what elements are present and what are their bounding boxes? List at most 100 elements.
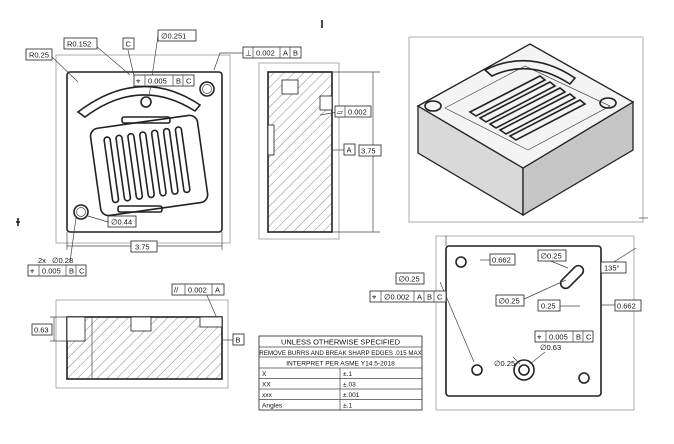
callout-port-outer: ∅0.63 <box>540 343 561 352</box>
callout-r0152: R0.152 <box>63 37 98 50</box>
svg-text:⌖: ⌖ <box>537 333 542 342</box>
svg-text:0.002: 0.002 <box>256 49 275 58</box>
svg-text:R0.25: R0.25 <box>29 51 49 60</box>
svg-text:C: C <box>437 293 443 302</box>
bottom-hole-top-left <box>455 256 467 268</box>
dim-depth: 0.63 <box>31 323 53 336</box>
svg-text:⌖: ⌖ <box>372 293 377 302</box>
top-view-outline <box>66 71 223 233</box>
svg-text:C: C <box>586 333 592 342</box>
cooling-slots <box>103 126 191 204</box>
svg-text:0.002: 0.002 <box>348 108 367 117</box>
title-block: UNLESS OTHERWISE SPECIFIED REMOVE BURRS … <box>258 335 423 411</box>
bottom-slot <box>559 264 585 290</box>
svg-text:0.662: 0.662 <box>492 256 511 265</box>
dim-slot-offset: 0.25 <box>537 299 561 312</box>
svg-text:∅0.25: ∅0.25 <box>399 275 420 284</box>
front-section-view <box>50 290 233 389</box>
bottom-port-inner <box>518 364 530 376</box>
datum-c-label: C <box>122 37 135 50</box>
corner-hole-bottom-left <box>73 204 89 220</box>
callout-holes: 2x ∅0.28 <box>38 256 73 265</box>
fcf-position-holes: ⌖ 0.005 B C <box>27 264 87 277</box>
svg-text:C: C <box>186 77 192 86</box>
svg-text:0.63: 0.63 <box>34 326 49 335</box>
title-line2: REMOVE BURRS AND BREAK SHARP EDGES .015 … <box>259 350 422 357</box>
svg-text:3.75: 3.75 <box>361 147 376 156</box>
bottom-port-outer <box>513 359 535 381</box>
svg-text://: // <box>174 286 179 295</box>
callout-slot-dia: ∅0.25 <box>537 249 567 262</box>
svg-text:0.005: 0.005 <box>42 267 61 276</box>
bottom-view-outline <box>445 245 602 397</box>
bottom-hole-right <box>578 372 590 384</box>
svg-text:∅0.44: ∅0.44 <box>111 218 132 227</box>
tol-value: ±.1 <box>343 403 352 410</box>
datum-b-label: B <box>232 333 245 346</box>
svg-text:A: A <box>215 286 220 295</box>
side-section-view <box>258 62 380 240</box>
svg-text:0.005: 0.005 <box>549 333 568 342</box>
svg-text:A: A <box>347 146 352 155</box>
svg-text:▱: ▱ <box>337 108 343 117</box>
svg-text:∅0.002: ∅0.002 <box>384 293 409 302</box>
corner-hole-top-right <box>199 81 215 97</box>
datum-a-label: A <box>343 143 356 156</box>
svg-text:135°: 135° <box>604 264 620 273</box>
svg-text:R0.152: R0.152 <box>67 40 91 49</box>
svg-text:C: C <box>79 267 85 276</box>
tol-label: xxx <box>262 392 273 399</box>
arc-channel <box>76 85 202 118</box>
svg-text:⊥: ⊥ <box>245 49 252 58</box>
svg-text:A: A <box>283 49 288 58</box>
tol-label: X <box>262 371 267 378</box>
svg-text:0.25: 0.25 <box>541 302 556 311</box>
fcf-perpendicularity: ⊥ 0.002 A B <box>242 46 302 59</box>
tol-label: Angles <box>262 403 283 410</box>
title-line3: INTERPRET PER ASME Y14.5-2018 <box>286 361 395 368</box>
fcf-flatness: ▱ 0.002 <box>334 105 372 118</box>
svg-text:B: B <box>293 49 298 58</box>
dim-width: 3.75 <box>130 240 158 253</box>
svg-text:0.002: 0.002 <box>188 286 207 295</box>
dim-angle-135: 135° <box>600 261 627 274</box>
fcf-position-port: ⌖ 0.005 B C <box>534 330 594 343</box>
svg-text:0.005: 0.005 <box>148 77 167 86</box>
svg-text:3.75: 3.75 <box>135 243 150 252</box>
svg-text:C: C <box>126 40 132 49</box>
bottom-hole-left <box>471 364 483 376</box>
iso-fins <box>468 75 587 141</box>
dim-0662-top: 0.662 <box>489 253 516 266</box>
dim-height: 3.75 <box>358 144 382 157</box>
port-hole <box>140 96 152 108</box>
tol-value: ±.001 <box>343 392 360 399</box>
tol-value: ±.03 <box>343 382 356 389</box>
fcf-parallelism: // 0.002 A <box>171 283 225 296</box>
tol-label: XX <box>262 382 271 389</box>
svg-text:B: B <box>576 333 581 342</box>
svg-text:B: B <box>69 267 74 276</box>
tol-value: ±.1 <box>343 371 352 378</box>
tilted-plate <box>89 114 209 217</box>
svg-text:0.662: 0.662 <box>617 302 636 311</box>
callout-slot-width: ∅0.25 <box>495 294 525 307</box>
callout-dia0251: ∅0.251 <box>157 29 197 42</box>
callout-port-inner: ∅0.25 <box>494 359 515 368</box>
fcf-position-top: ⌖ 0.005 B C <box>133 74 195 87</box>
top-view <box>49 35 243 263</box>
svg-text:B: B <box>236 336 241 345</box>
title-line1: UNLESS OTHERWISE SPECIFIED <box>281 338 401 347</box>
callout-dia044: ∅0.44 <box>107 215 137 228</box>
svg-text:∅0.251: ∅0.251 <box>161 32 186 41</box>
svg-text:B: B <box>176 77 181 86</box>
bottom-view <box>435 235 637 411</box>
svg-text:2x: 2x <box>38 256 46 265</box>
svg-text:∅0.25: ∅0.25 <box>499 297 520 306</box>
svg-text:B: B <box>427 293 432 302</box>
svg-text:∅0.25: ∅0.25 <box>541 252 562 261</box>
callout-r025: R0.25 <box>25 48 53 61</box>
svg-text:A: A <box>417 293 422 302</box>
svg-text:⌖: ⌖ <box>30 267 35 276</box>
fcf-position-bottom: ⌖ ∅0.002 A B C <box>369 290 447 303</box>
